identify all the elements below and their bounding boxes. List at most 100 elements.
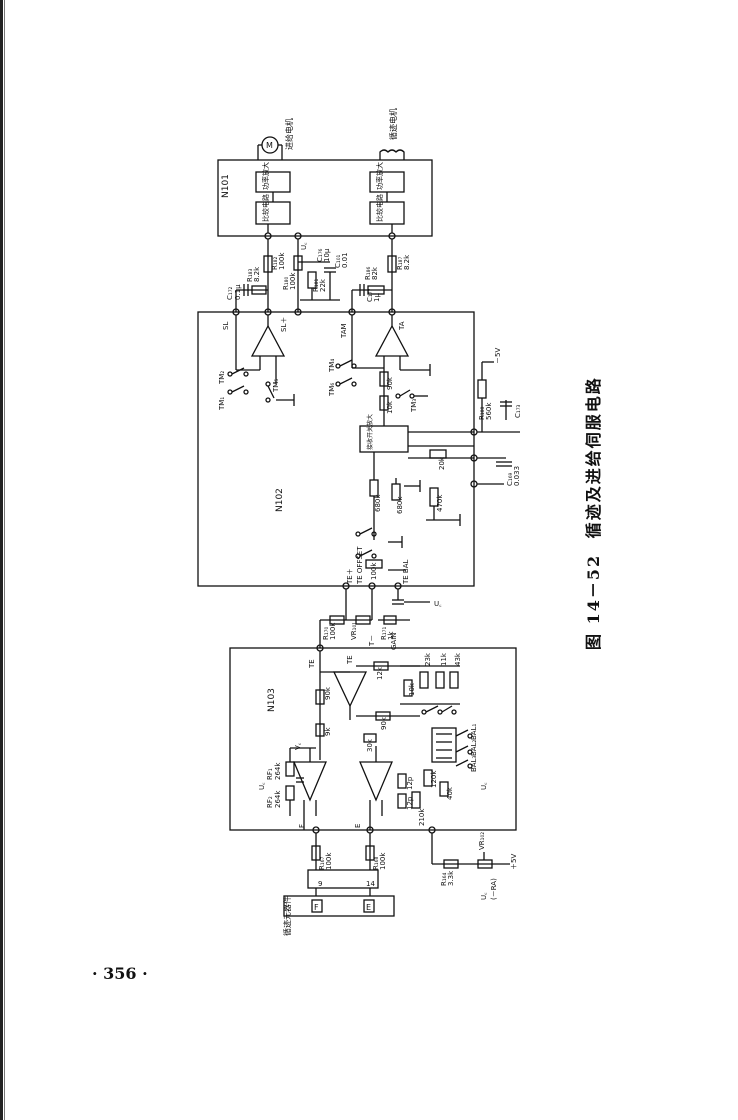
tm-label-e: TM₄ [328, 359, 336, 373]
r170-value: 100k [329, 622, 337, 640]
c177-label: C₁₇₇ [366, 289, 374, 303]
vf-label: V꜀ [294, 742, 302, 750]
r186-label: R₁₈₆ [364, 267, 372, 280]
ra-label: (－RA) [490, 878, 498, 900]
c172-label: C₁₇₂ [226, 287, 234, 301]
feed-motor-m: M [266, 141, 273, 150]
f-detector-label: F [314, 903, 319, 912]
gain-label: GAIN [390, 632, 398, 650]
uc-bal-label: U꜀ [480, 782, 488, 790]
uc-gain-label: U꜀ [434, 600, 442, 608]
tm-label-b: TM₂ [218, 371, 226, 385]
ladder-11k-resistor [435, 671, 445, 689]
r10k-label: 10k [386, 400, 394, 414]
te-amp-label: TE [346, 655, 354, 665]
trace-compare-label: 比较电路 [375, 194, 384, 222]
vr101-pot [355, 615, 371, 625]
page-binding-edge [0, 0, 3, 1120]
r187-label: R₁₈₇ [396, 257, 404, 270]
r167-value: 100k [325, 852, 333, 870]
bal1-label: BAL₁ [470, 724, 478, 740]
vr102-pot [477, 859, 493, 869]
r168-value: 100k [379, 852, 387, 870]
te-90k-label: 90k [324, 686, 332, 700]
e-opamp [359, 761, 393, 802]
r188-resistor [477, 379, 487, 399]
te-30k-label: 30k [366, 738, 374, 752]
e-12p-label: 12p [406, 776, 414, 790]
bal2-label: BAL₂ [470, 740, 478, 756]
trace-coil-symbol [379, 149, 405, 160]
ladder-11k-label: 11k [440, 652, 448, 666]
tm-label-d: TM₆ [328, 383, 336, 397]
rf1-value: 264k [274, 762, 282, 780]
r167-label: R₁₆₇ [318, 857, 326, 870]
c176-label: C₁₇₆ [316, 249, 324, 263]
te-90k2-label: 90k [380, 716, 388, 730]
n102-box [197, 311, 475, 587]
sl-out-label: SL＋ [280, 317, 288, 332]
tm-label-f: TM₃ [410, 399, 418, 413]
c177-value: 1μ [373, 293, 381, 302]
r183-value: 8.2k [253, 266, 261, 282]
plus5v-label: ＋5V [510, 854, 518, 870]
c101-label: C₁₀₁ [334, 255, 342, 269]
r171-resistor [383, 615, 397, 625]
n101-label: N101 [221, 174, 231, 198]
ladder-10k-resistor [403, 679, 413, 697]
e-12p2-label: 12p [406, 796, 414, 810]
connector-pin-9: 9 [318, 880, 322, 888]
rf2-label: RF₂ [266, 796, 274, 808]
figure-number: 图 14－52 [584, 553, 603, 650]
n102-labels: SL SL＋ TAM TA TM₁ TM₂ TM₅ TM₆ TM₄ TM₃ 90… [218, 317, 522, 650]
r168-resistor [365, 845, 375, 861]
r183-label: R₁₈₃ [246, 269, 254, 282]
r470k-label: 470k [436, 494, 444, 512]
ladder-switches [421, 705, 457, 715]
ladder-43k-label: 43k [454, 652, 462, 666]
uc-n103-label: U꜀ [258, 782, 266, 790]
e-12p-cap [397, 773, 407, 789]
r90k-label: 90k [386, 376, 394, 390]
rf1-label: RF₁ [266, 768, 274, 780]
r180-label: R₁₈₀ [282, 277, 290, 290]
r180-value: 100k [289, 272, 297, 290]
connector-pin-14: 14 [366, 880, 375, 888]
te-pin-label: TE [308, 659, 316, 669]
r182-value: 100k [278, 252, 286, 270]
n103-label: N103 [267, 688, 277, 712]
switch-amp-label: 接收开关放大 [366, 414, 374, 450]
c169-label: C₁₆₉ [506, 473, 514, 487]
r182-resistor [263, 255, 273, 273]
bal-switches [431, 727, 473, 769]
r181-label: R₁₈₁ [312, 279, 320, 292]
c173-label: C₁₇₃ [514, 405, 522, 419]
e-210k-label: 210k [418, 808, 426, 826]
te-90k-resistor [315, 689, 325, 705]
r680k-label: 680k [374, 494, 382, 512]
te-switches [355, 527, 406, 571]
r183-resistor [251, 285, 267, 295]
c101-value: 0.01 [341, 252, 349, 268]
r164-label: R₁₆₄ [440, 873, 448, 886]
tam-label: TAM [340, 323, 348, 339]
r168-label: R₁₆₈ [372, 857, 380, 870]
n102-label: N102 [275, 488, 285, 512]
r188-label: R₁₈₈ [478, 407, 486, 420]
rf2-resistor [285, 785, 295, 801]
ta-opamp [374, 324, 410, 357]
figure-caption: 图 14－52 循迹及进给伺服电路 [580, 368, 604, 650]
r182-label: R₁₈₂ [271, 257, 279, 270]
r164-resistor [443, 859, 459, 869]
te-9k-label: 9k [324, 727, 332, 736]
ladder-23k-resistor [419, 671, 429, 689]
bal3-label: BAL₃ [470, 756, 478, 772]
e-detector-label: E [366, 903, 371, 912]
te-opamp [332, 671, 368, 708]
r180-resistor [293, 255, 303, 271]
e-120k-label: 120k [430, 770, 438, 788]
page-number: · 356 · [92, 964, 148, 983]
e-210k-resistor [411, 791, 421, 809]
e-40k-label: 40k [446, 786, 454, 800]
e-40k-resistor [439, 781, 449, 797]
